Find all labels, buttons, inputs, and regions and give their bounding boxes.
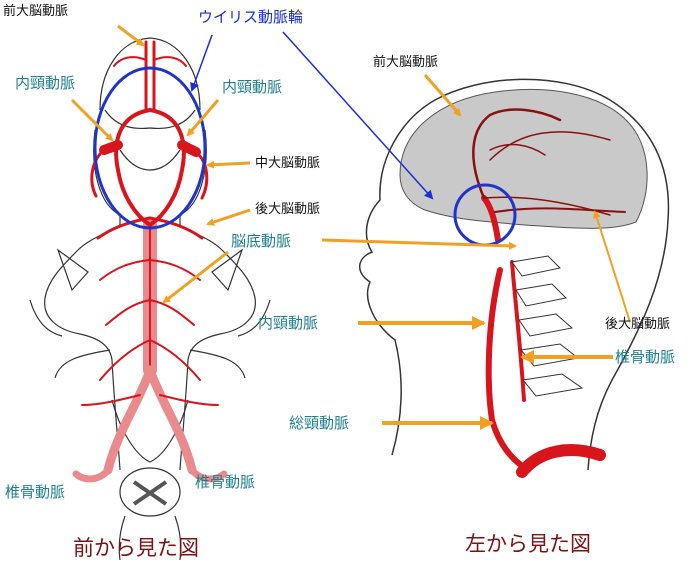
circle-ring-front — [114, 107, 186, 228]
middle-cerebral-right-front — [194, 150, 209, 200]
label-vertebral-left-front: 椎骨動脈 — [5, 483, 66, 501]
front-arteries — [72, 40, 228, 483]
arrow-posterior-cerebral-front — [206, 208, 251, 226]
vertebral-artery-right-front — [145, 365, 197, 475]
label-anterior-cerebral-side: 前大脳動脈 — [373, 55, 439, 70]
side-arteries — [472, 108, 626, 478]
label-internal-carotid-side: 内頸動脈 — [258, 314, 319, 332]
arrow-posterior-cerebral-side — [593, 210, 631, 323]
label-posterior-cerebral-front: 後大脳動脈 — [255, 202, 321, 217]
arrow-internal-carotid-right-front — [186, 99, 220, 137]
aortic-arch-side — [516, 444, 606, 478]
label-middle-cerebral-front: 中大脳動脈 — [255, 156, 321, 171]
brain-shape — [399, 89, 648, 229]
label-internal-carotid-right-front: 内頸動脈 — [222, 78, 283, 96]
spinal-cord-section — [118, 467, 182, 561]
posterior-cerebral-left-front — [96, 216, 152, 240]
label-internal-carotid-left-front: 内頸動脈 — [15, 74, 76, 92]
label-anterior-cerebral-front: 前大脳動脈 — [3, 4, 69, 19]
arrow-middle-cerebral-front — [206, 160, 251, 169]
anterior-cerebral-artery-side — [472, 108, 562, 200]
posterior-cerebral-artery-side — [494, 207, 626, 213]
circle-of-willis-highlight-front — [93, 66, 207, 230]
arrow-basilar-front — [162, 250, 229, 304]
arrow-circle-of-willis-front — [190, 34, 213, 92]
posterior-cerebral-right-front — [148, 216, 204, 240]
vertebral-artery-left-front — [103, 365, 155, 475]
internal-carotid-left-front — [99, 140, 123, 155]
label-posterior-cerebral-side: 後大脳動脈 — [605, 317, 671, 332]
arrows — [70, 24, 631, 430]
label-vertebral-right-front: 椎骨動脈 — [195, 473, 256, 491]
caption-side-view: 左から見た図 — [465, 532, 591, 556]
internal-carotid-artery-side — [481, 195, 501, 243]
arrow-anterior-cerebral-side — [423, 74, 462, 117]
label-common-carotid-side: 総頸動脈 — [289, 414, 350, 432]
label-vertebral-side: 椎骨動脈 — [615, 348, 676, 366]
arrow-circle-of-willis-side — [282, 31, 434, 200]
label-circle-of-willis: ウイリス動脈輪 — [198, 8, 304, 26]
anterior-cerebral-front — [144, 40, 156, 112]
label-basilar: 脳底動脈 — [231, 232, 292, 250]
arrow-internal-carotid-left-front — [70, 98, 114, 142]
arrow-basilar-side — [321, 238, 517, 250]
internal-carotid-right-front — [177, 140, 201, 157]
vertebral-artery-side — [510, 260, 526, 402]
caption-front-view: 前から見た図 — [73, 536, 199, 560]
common-carotid-artery-side — [485, 267, 531, 473]
front-view-illustration — [29, 37, 271, 561]
head-profile — [359, 78, 670, 471]
side-view-illustration — [359, 78, 670, 478]
arrow-anterior-cerebral-front — [117, 24, 145, 47]
cervical-spine — [511, 255, 584, 397]
middle-cerebral-left-front — [90, 148, 106, 198]
